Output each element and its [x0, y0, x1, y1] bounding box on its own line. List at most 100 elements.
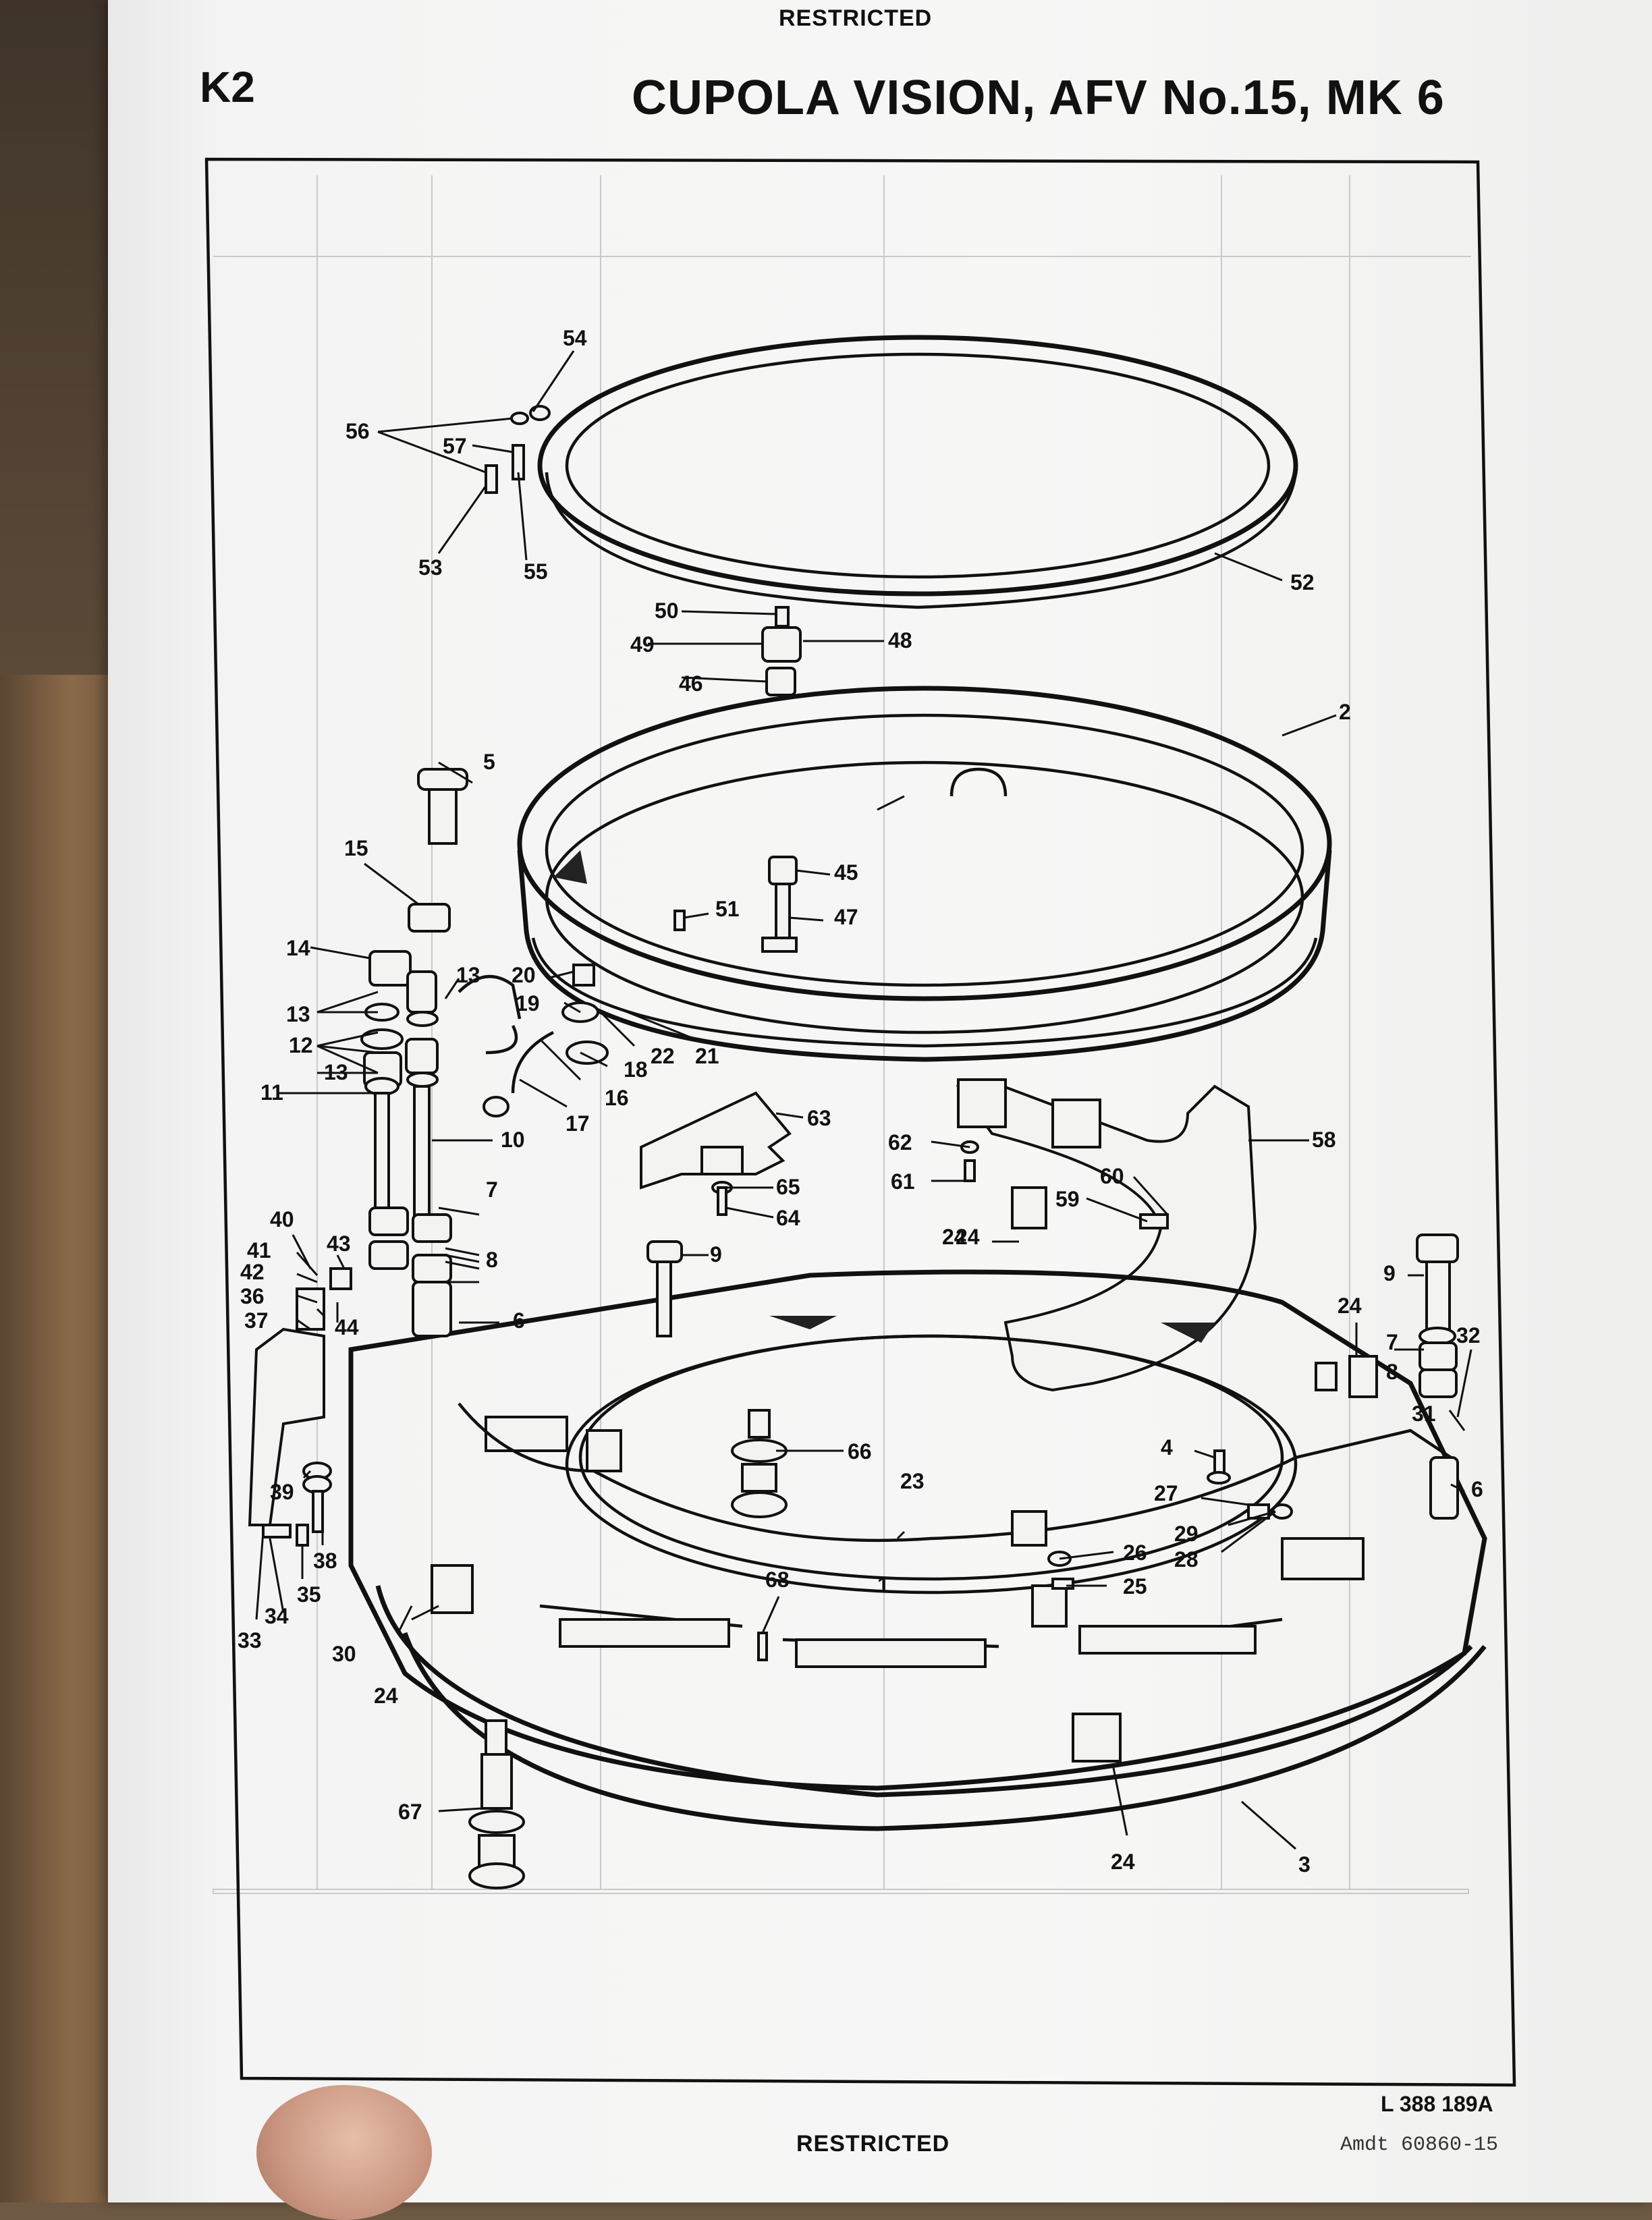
callout-13-c: 13 [324, 1060, 348, 1084]
callout-63: 63 [807, 1106, 831, 1130]
callout-32: 32 [1456, 1323, 1481, 1348]
callout-44: 44 [335, 1315, 359, 1339]
callout-9-right: 9 [1383, 1261, 1396, 1285]
callout-61: 61 [891, 1169, 915, 1194]
cable-harness [458, 1402, 1452, 1543]
callout-55: 55 [524, 559, 548, 584]
callout-6-right: 6 [1471, 1477, 1483, 1501]
callout-2: 2 [1339, 700, 1351, 724]
right-bolt-stack [1416, 1233, 1459, 1520]
callout-50: 50 [655, 599, 679, 623]
side-bracket-assembly [248, 1267, 352, 1547]
thumb-holding-page [256, 2085, 432, 2220]
callout-54: 54 [563, 326, 587, 350]
callout-28: 28 [1174, 1547, 1199, 1572]
callout-53: 53 [418, 555, 443, 580]
callout-27: 27 [1154, 1481, 1178, 1505]
ring-segment [956, 1078, 1257, 1392]
callout-66: 66 [848, 1439, 872, 1464]
vision-block-ring [517, 686, 1332, 1062]
callout-41: 41 [247, 1238, 271, 1262]
centre-bolt [646, 1240, 683, 1337]
callout-43: 43 [327, 1231, 351, 1256]
terminal-blocks [431, 1186, 1378, 1763]
callout-20: 20 [512, 963, 536, 987]
callout-13-a: 13 [286, 1002, 310, 1026]
vision-block-fittings [673, 606, 802, 953]
callout-38: 38 [313, 1549, 337, 1573]
callout-14: 14 [286, 936, 310, 960]
callout-30: 30 [332, 1642, 356, 1666]
callout-11: 11 [260, 1080, 283, 1105]
callout-62: 62 [888, 1130, 912, 1155]
callout-34: 34 [265, 1604, 289, 1628]
callout-29: 29 [1174, 1522, 1199, 1546]
callout-6-left: 6 [513, 1308, 525, 1333]
callout-60: 60 [1100, 1164, 1124, 1188]
callout-4: 4 [1161, 1435, 1173, 1460]
callout-12: 12 [289, 1033, 313, 1057]
pedestal-fittings [468, 1409, 788, 1889]
callout-7-right: 7 [1386, 1330, 1398, 1354]
callout-45: 45 [834, 860, 858, 885]
callout-59: 59 [1055, 1187, 1080, 1211]
callout-36: 36 [240, 1284, 265, 1308]
drawing-reference-code: L 388 189A [1381, 2092, 1493, 2116]
callout-31: 31 [1412, 1402, 1436, 1426]
parts-catalogue-page [108, 0, 1652, 2202]
callout-46: 46 [679, 671, 703, 696]
callout-52: 52 [1290, 570, 1315, 594]
callout-26: 26 [1123, 1541, 1147, 1565]
amendment-number: Amdt 60860-15 [1340, 2134, 1499, 2157]
callout-47: 47 [834, 905, 858, 929]
leader-lines [255, 350, 1472, 1850]
callout-49: 49 [630, 632, 655, 657]
callout-17: 17 [566, 1111, 590, 1136]
callout-42: 42 [240, 1260, 265, 1284]
callout-3: 3 [1298, 1852, 1311, 1877]
callout-13-b: 13 [456, 963, 480, 987]
callout-25: 25 [1123, 1574, 1147, 1599]
callout-5: 5 [483, 750, 495, 774]
callout-40: 40 [270, 1207, 294, 1231]
callout-8-left: 8 [486, 1248, 498, 1272]
callout-64: 64 [776, 1206, 800, 1230]
cam-plate [640, 1091, 792, 1216]
callout-16: 16 [605, 1086, 629, 1110]
callout-7-left: 7 [486, 1177, 498, 1202]
callout-51: 51 [715, 897, 740, 921]
callout-24-a: 24 [942, 1225, 966, 1249]
callout-33: 33 [238, 1628, 262, 1653]
callout-67: 67 [398, 1800, 422, 1824]
callout-18: 18 [624, 1057, 648, 1082]
callout-24-c: 24 [1111, 1850, 1135, 1874]
page-title: CUPOLA VISION, AFV No.15, MK 6 [632, 71, 1445, 125]
callout-24-b: 24 [374, 1684, 398, 1708]
callout-24-e: 24 [956, 1225, 980, 1249]
callout-21: 21 [695, 1044, 719, 1068]
callout-8-right: 8 [1386, 1360, 1398, 1384]
sheet-identifier: K2 [200, 63, 255, 111]
callout-22: 22 [651, 1044, 675, 1068]
callout-9-centre: 9 [710, 1242, 722, 1267]
callout-10: 10 [501, 1128, 525, 1152]
callout-68: 68 [765, 1567, 790, 1592]
classification-footer: RESTRICTED [796, 2131, 950, 2157]
callout-65: 65 [776, 1175, 800, 1199]
callout-labels: 1 2 3 4 5 6 6 7 7 8 8 9 9 10 11 12 13 13… [238, 326, 1483, 1877]
callout-48: 48 [888, 628, 912, 653]
classification-header: RESTRICTED [779, 5, 933, 31]
callout-57: 57 [443, 434, 467, 458]
cable-clip-assembly [458, 964, 609, 1117]
top-retaining-ring [537, 335, 1298, 609]
callout-1: 1 [877, 1573, 889, 1597]
callout-56: 56 [346, 419, 370, 443]
callout-19: 19 [516, 991, 540, 1016]
mounting-bolt-stack [360, 768, 468, 1337]
callout-37: 37 [244, 1308, 269, 1333]
callout-35: 35 [297, 1582, 321, 1607]
drawing-frame [204, 157, 1516, 2087]
callout-15: 15 [344, 836, 368, 860]
